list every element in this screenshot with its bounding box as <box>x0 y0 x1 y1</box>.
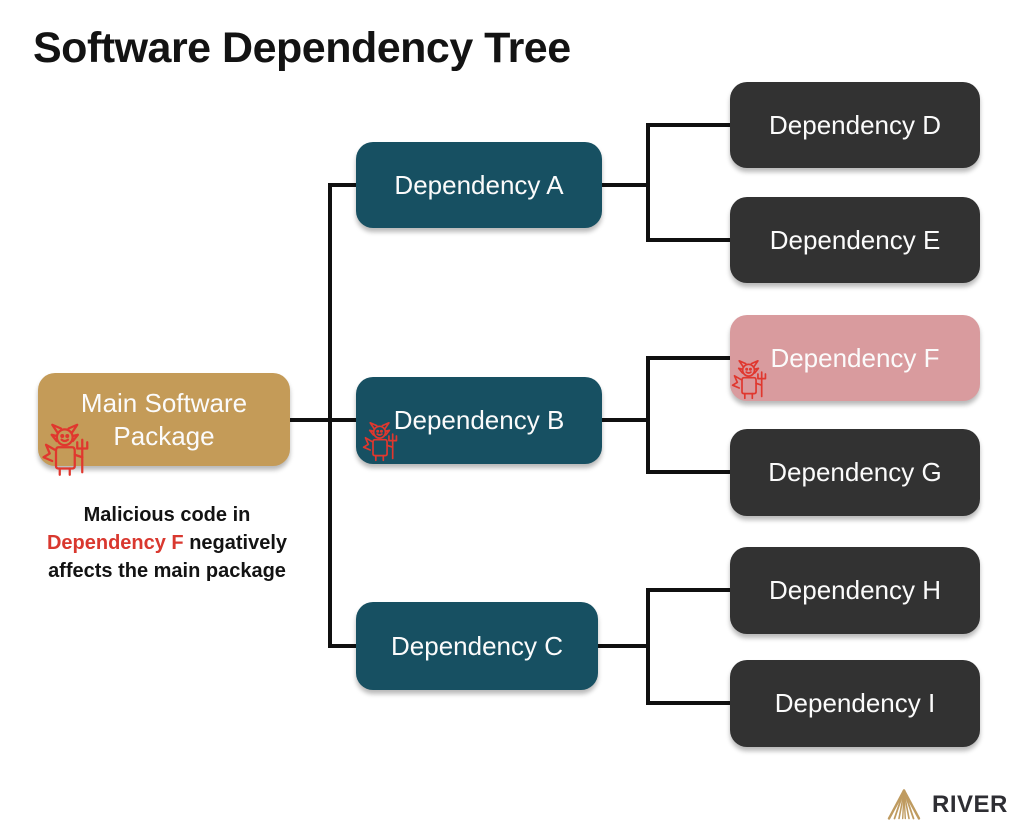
caption-line-3: affects the main package <box>48 560 286 582</box>
node-dependency-b-label: Dependency B <box>393 405 565 436</box>
edge-stub-i <box>646 701 730 705</box>
node-dependency-f: Dependency F <box>730 315 980 401</box>
node-dependency-d: Dependency D <box>730 82 980 168</box>
edge-stub-a <box>328 183 356 187</box>
caption-malicious-code: Malicious code in Dependency F negativel… <box>22 501 312 585</box>
edge-c-to-trunk <box>598 644 648 648</box>
edge-stub-d <box>646 123 730 127</box>
node-dependency-e: Dependency E <box>730 197 980 283</box>
caption-highlight-dependency-f: Dependency F <box>46 532 184 554</box>
node-dependency-g: Dependency G <box>730 429 980 516</box>
edge-a-to-trunk <box>602 183 648 187</box>
river-logo-text: RIVER <box>932 790 1008 818</box>
river-logo: RIVER <box>884 788 1008 821</box>
node-dependency-g-label: Dependency G <box>768 457 942 488</box>
edge-trunk-a <box>646 123 650 242</box>
page-title: Software Dependency Tree <box>33 24 571 72</box>
edge-main-to-trunk <box>288 418 356 422</box>
edge-stub-g <box>646 470 730 474</box>
edge-b-to-trunk <box>602 418 648 422</box>
node-dependency-c-label: Dependency C <box>391 630 563 661</box>
node-dependency-f-label: Dependency F <box>770 342 940 373</box>
node-dependency-i-label: Dependency I <box>774 688 936 719</box>
node-dependency-h: Dependency H <box>730 547 980 634</box>
node-dependency-i: Dependency I <box>730 660 980 747</box>
node-main-package-label: Main Software Package <box>80 388 248 451</box>
node-dependency-e-label: Dependency E <box>769 224 941 255</box>
node-dependency-a-label: Dependency A <box>394 169 564 200</box>
edge-stub-c <box>328 644 356 648</box>
edge-stub-f <box>646 356 730 360</box>
caption-line-1: Malicious code in <box>83 504 251 526</box>
edge-left-trunk <box>328 183 332 648</box>
edge-trunk-b <box>646 356 650 474</box>
node-main-package: Main Software Package <box>38 373 290 476</box>
devil-icon <box>731 359 767 400</box>
node-dependency-h-label: Dependency H <box>769 575 941 606</box>
node-dependency-b: Dependency B <box>356 377 602 464</box>
caption-line-2: Dependency F negatively <box>46 532 288 554</box>
node-dependency-c: Dependency C <box>356 602 598 690</box>
edge-stub-e <box>646 238 730 242</box>
node-dependency-d-label: Dependency D <box>769 109 941 140</box>
river-triangle-icon <box>887 789 921 820</box>
edge-trunk-c <box>646 588 650 705</box>
edge-stub-h <box>646 588 730 592</box>
node-dependency-a: Dependency A <box>356 142 602 228</box>
